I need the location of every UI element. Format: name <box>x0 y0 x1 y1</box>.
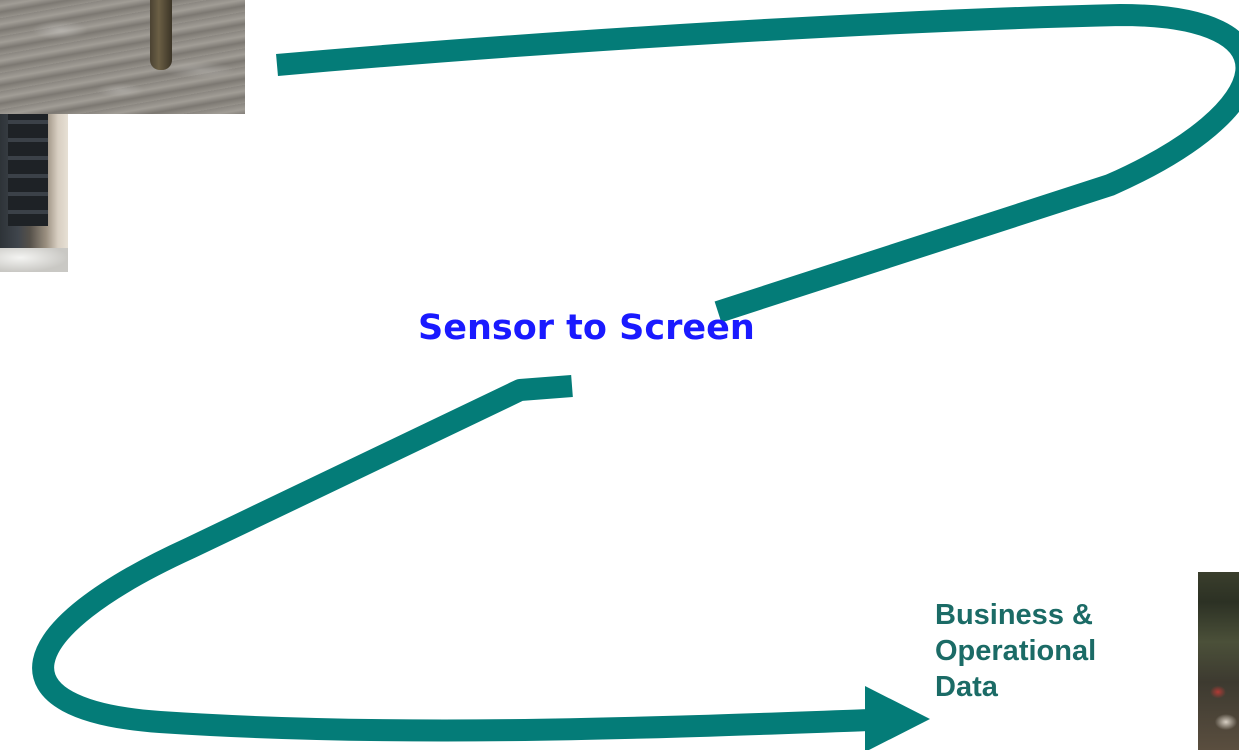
end-label-line-2: Operational <box>935 635 1097 667</box>
flow-arrow-head <box>865 686 930 750</box>
sampling-rope <box>150 0 172 70</box>
slide-title: Sensor to Screen <box>418 308 755 348</box>
water-sample-photo <box>0 0 245 114</box>
flow-arrow-upper <box>276 4 1239 323</box>
flow-arrow-lower <box>32 375 871 742</box>
end-label: Business & Operational Data <box>935 597 1165 705</box>
instrument-rack <box>8 106 48 226</box>
field-photo <box>1198 572 1239 750</box>
sample-bag <box>0 248 68 272</box>
end-label-line-1: Business & <box>935 599 1093 631</box>
end-label-line-3: Data <box>935 671 998 703</box>
